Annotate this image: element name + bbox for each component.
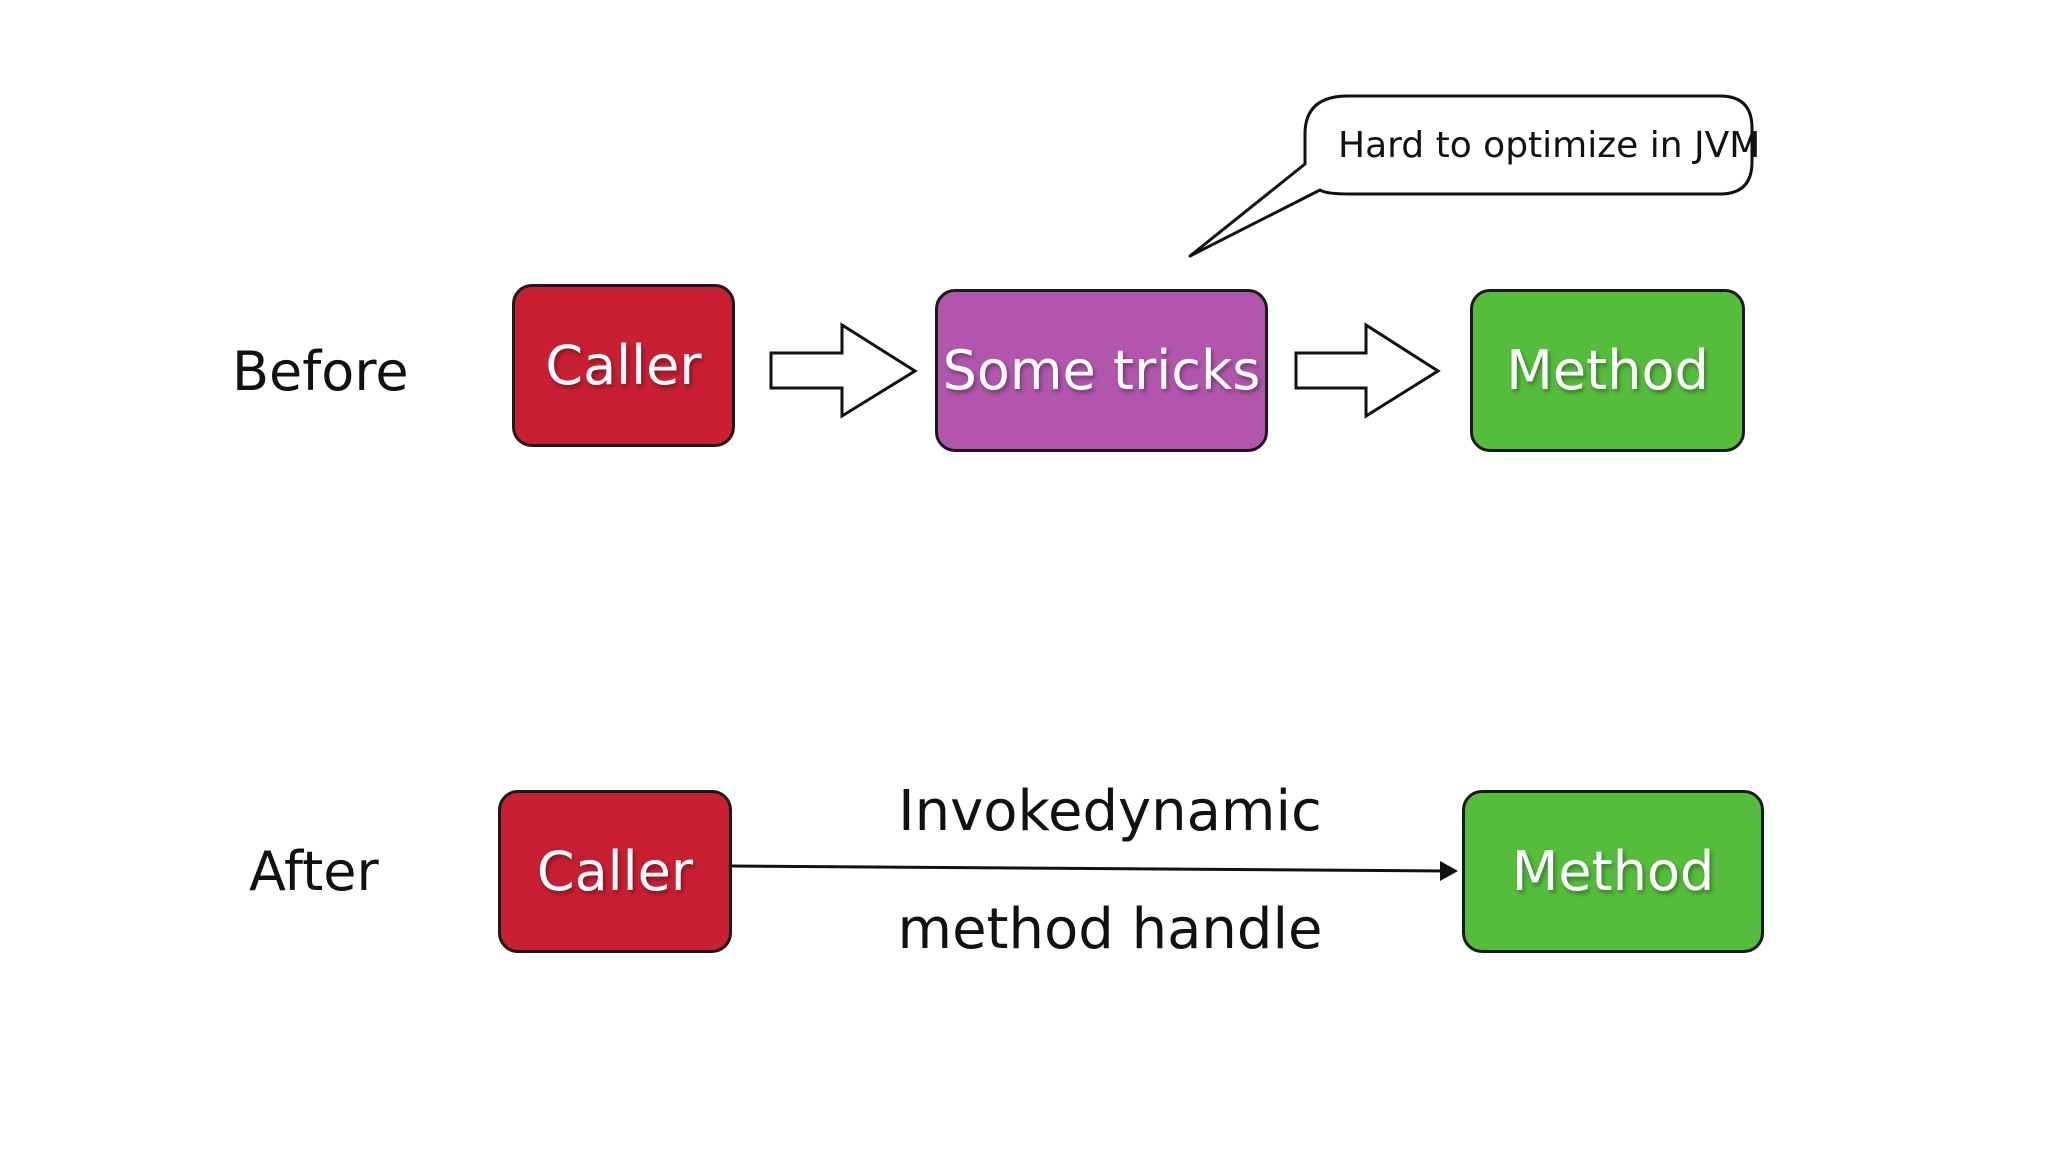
before-method-text: Method [1506, 339, 1709, 402]
after-label: After [249, 840, 379, 903]
thin-arrow-line [731, 864, 1445, 873]
before-caller-box: Caller [512, 284, 735, 447]
after-caller-box: Caller [498, 790, 732, 953]
edge-label-bottom: method handle [897, 897, 1323, 962]
after-method-box: Method [1462, 790, 1764, 953]
callout-text: Hard to optimize in JVM [1338, 125, 1761, 166]
before-label: Before [232, 340, 409, 403]
after-caller-text: Caller [536, 840, 694, 903]
before-caller-text: Caller [545, 334, 702, 397]
hollow-arrow-2 [1294, 322, 1441, 419]
edge-label-top: Invokedynamic [898, 779, 1322, 844]
after-method-text: Method [1511, 840, 1715, 903]
hollow-arrow-1 [769, 322, 918, 419]
thin-arrow-head [1440, 861, 1458, 881]
callout-bubble [1188, 94, 1754, 258]
before-method-box: Method [1470, 289, 1745, 452]
some-tricks-text: Some tricks [942, 339, 1261, 402]
some-tricks-box: Some tricks [935, 289, 1268, 452]
